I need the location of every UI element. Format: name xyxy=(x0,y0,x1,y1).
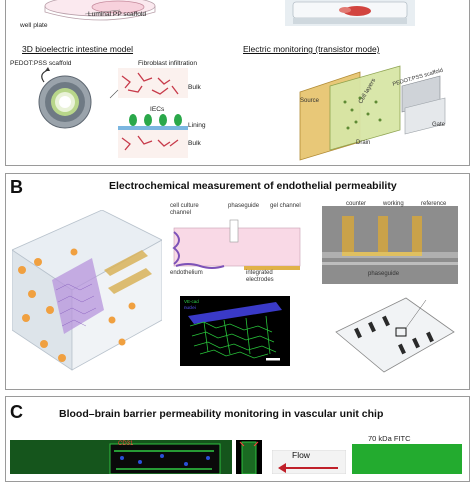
pedot-scaffold-label: PEDOT:PSS scaffold xyxy=(10,60,72,67)
model-title: 3D bioelectric intestine model xyxy=(22,44,134,54)
endothelium-label: endothelium xyxy=(170,270,203,276)
panel-b-letter: B xyxy=(10,177,23,197)
integrated-electrodes-label: integrated electrodes xyxy=(246,270,274,283)
drain-label: Drain xyxy=(356,140,371,146)
bulk-bottom-label: Bulk xyxy=(188,140,201,147)
transistor-illustration xyxy=(299,65,446,161)
panel-c-letter: C xyxy=(10,402,23,422)
fibroblast-label: Fibroblast infiltration xyxy=(138,60,198,67)
bulk-top-label: Bulk xyxy=(188,84,201,91)
panel-c-title: Blood–brain barrier permeability monitor… xyxy=(59,408,384,420)
bbb-fluorescence-image xyxy=(10,440,232,474)
intestine-model-illustration xyxy=(38,67,92,129)
cell-culture-channel-label: cell culture channel xyxy=(170,203,199,216)
well-plate-label: well plate xyxy=(20,22,48,29)
phaseguide-top-label: phaseguide xyxy=(228,203,260,209)
working-label: working xyxy=(383,201,404,207)
panel-b-title: Electrochemical measurement of endotheli… xyxy=(109,180,397,192)
confocal-tag-1: VE-cad xyxy=(184,299,199,304)
endothelium-3d-illustration xyxy=(12,210,162,371)
phaseguide-bottom-label: phaseguide xyxy=(368,271,400,277)
flow-label: Flow xyxy=(292,450,310,460)
confocal-tag-2: nuclei xyxy=(184,305,196,310)
source-label: Source xyxy=(300,98,320,104)
gate-label: Gate xyxy=(432,122,446,128)
gel-channel-label: gel channel xyxy=(270,203,301,209)
iecs-label: IECs xyxy=(150,106,165,113)
channel-cross-section xyxy=(172,219,301,270)
lining-label: Lining xyxy=(188,122,206,129)
well-plate-illustration xyxy=(44,0,156,21)
reference-label: reference xyxy=(421,201,447,207)
fitc-label: 70 kDa FITC xyxy=(368,434,411,443)
tissue-layers-illustration xyxy=(109,68,188,158)
fitc-image xyxy=(352,444,462,474)
vessel-cross-section xyxy=(236,440,262,474)
confocal-image xyxy=(180,296,290,366)
chip-photo xyxy=(335,297,455,373)
electrode-photo xyxy=(322,206,458,284)
cd31-label: CD31 xyxy=(118,441,134,447)
device-photo xyxy=(285,0,415,26)
flow-arrow xyxy=(272,450,346,474)
luminal-scaffold-label: Luminal PP scaffold xyxy=(88,11,147,18)
monitoring-title: Electric monitoring (transistor mode) xyxy=(243,44,380,54)
counter-label: counter xyxy=(346,201,367,207)
